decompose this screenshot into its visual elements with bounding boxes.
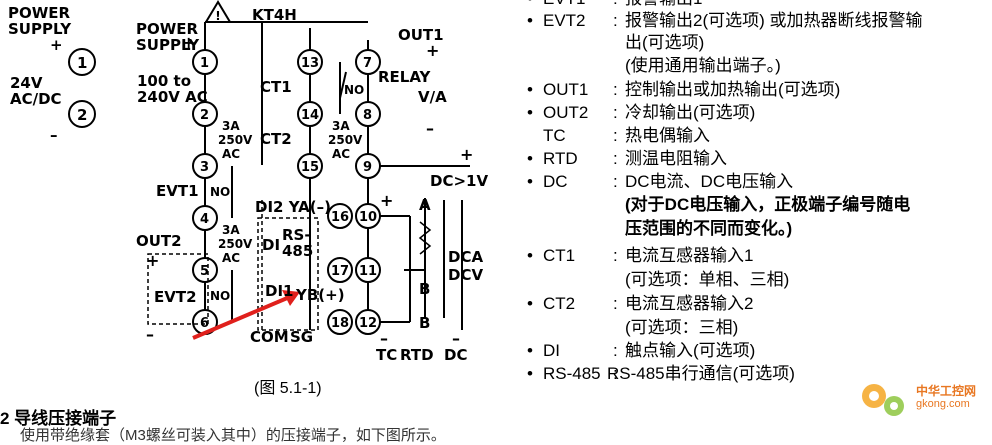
- dca-label: DCA: [448, 248, 483, 266]
- left-minus: –: [50, 126, 58, 144]
- legend-separator: :: [613, 294, 618, 313]
- minus-out1: –: [426, 119, 434, 138]
- tc-label: TC: [376, 346, 397, 364]
- main-power-line2: SUPPLY: [136, 36, 200, 54]
- dc1v-label: DC>1V: [430, 172, 488, 190]
- no-label-1: NO: [210, 185, 230, 199]
- term-5: 5: [200, 264, 209, 279]
- plus-main: +: [182, 33, 195, 52]
- rating-ac-1: AC: [222, 147, 240, 161]
- annotation-arrow: [192, 294, 293, 340]
- section-title: 2 导线压接端子: [0, 409, 117, 428]
- left-voltage-line1: 24V: [10, 74, 43, 92]
- legend-separator: :: [613, 364, 618, 383]
- relay-label: RELAY: [378, 68, 432, 86]
- legend-separator: :: [613, 149, 618, 168]
- legend-separator: :: [613, 126, 618, 145]
- legend-separator: :: [613, 246, 618, 265]
- term-6: 6: [200, 316, 209, 331]
- watermark-url: gkong.com: [916, 398, 970, 410]
- plus-tc: +: [380, 191, 393, 210]
- term-4: 4: [200, 212, 209, 227]
- model-label: KT4H: [252, 6, 297, 24]
- watermark: 中华工控网 gkong.com: [856, 376, 986, 424]
- out1-label: OUT1: [398, 26, 444, 44]
- no-label-3: NO: [344, 83, 364, 97]
- rs485-line2: 485: [282, 242, 313, 260]
- legend-separator: :: [613, 0, 618, 10]
- ct2-label: CT2: [260, 130, 292, 148]
- left-plus: +: [50, 36, 63, 54]
- legend-separator: :: [613, 172, 618, 191]
- legend-separator: :: [613, 11, 618, 30]
- term-11: 11: [359, 264, 377, 279]
- dc-label: DC: [444, 346, 467, 364]
- di2-label: DI2 YA(–): [255, 198, 331, 216]
- evt2-label: EVT2: [154, 288, 197, 306]
- legend-separator: :: [613, 341, 618, 360]
- legend-separator: :: [613, 80, 618, 99]
- term-8: 8: [363, 108, 372, 123]
- main-power-line1: POWER: [136, 20, 199, 38]
- com-label: COM: [250, 328, 289, 346]
- a-label: A: [419, 196, 431, 214]
- term-2: 2: [200, 108, 209, 123]
- left-power-line1: POWER: [8, 4, 71, 22]
- gear-icon: [862, 384, 904, 416]
- term-1: 1: [200, 56, 209, 71]
- rating-a-1: 3A: [222, 119, 240, 133]
- rating-ac-2: AC: [222, 251, 240, 265]
- di-label: DI: [262, 236, 280, 254]
- no-label-2: NO: [210, 289, 230, 303]
- ct1-label: CT1: [260, 78, 292, 96]
- annotation-arrowhead: [282, 290, 300, 306]
- b-label: B: [419, 280, 430, 298]
- term-12: 12: [359, 316, 377, 331]
- evt1-label: EVT1: [156, 182, 199, 200]
- left-power-line2: SUPPLY: [8, 20, 72, 38]
- plus-out2: +: [146, 251, 159, 270]
- rating-v-3: 250V: [328, 133, 363, 147]
- rating-a-2: 3A: [222, 223, 240, 237]
- term-18: 18: [331, 316, 349, 331]
- term-13: 13: [301, 56, 319, 71]
- b2-label: B: [419, 314, 430, 332]
- term-16: 16: [331, 210, 349, 225]
- svg-text:!: !: [215, 9, 220, 23]
- va-label: V/A: [418, 88, 447, 106]
- out2-label: OUT2: [136, 232, 182, 250]
- plus-dc: +: [460, 145, 473, 164]
- yb-label: YB(+): [295, 286, 345, 304]
- term-17: 17: [331, 264, 349, 279]
- rating-a-3: 3A: [332, 119, 350, 133]
- term-3: 3: [200, 160, 209, 175]
- left-voltage-line2: AC/DC: [10, 90, 62, 108]
- figure-caption: (图 5.1-1): [254, 380, 322, 397]
- dcv-label: DCV: [448, 266, 483, 284]
- sg-label: SG: [290, 328, 313, 346]
- rating-ac-3: AC: [332, 147, 350, 161]
- rs485-line1: RS-: [282, 226, 311, 244]
- main-voltage-line2: 240V AC: [137, 88, 208, 106]
- body-text: 使用带绝缘套（M3螺丝可装入其中）的压接端子，如下图所示。: [20, 427, 446, 444]
- rating-v-1: 250V: [218, 133, 253, 147]
- minus-out2: –: [146, 325, 154, 344]
- left-term-1: 1: [77, 54, 87, 72]
- minus-dc: –: [452, 329, 460, 348]
- term-10: 10: [359, 210, 377, 225]
- wiring-diagram: ! POWER SUPPLY 24V AC/DC + – 1 2 POWER S…: [8, 0, 488, 364]
- main-voltage-line1: 100 to: [137, 72, 191, 90]
- term-9: 9: [363, 160, 372, 175]
- rtd-label: RTD: [400, 346, 434, 364]
- watermark-title: 中华工控网: [916, 384, 977, 398]
- di1-label: DI1: [265, 282, 293, 300]
- term-7: 7: [363, 56, 372, 71]
- rating-v-2: 250V: [218, 237, 253, 251]
- left-term-2: 2: [77, 106, 87, 124]
- plus-out1: +: [426, 41, 439, 60]
- term-15: 15: [301, 160, 319, 175]
- legend-separator: :: [613, 103, 618, 122]
- minus-tc: –: [380, 329, 388, 348]
- term-14: 14: [301, 108, 319, 123]
